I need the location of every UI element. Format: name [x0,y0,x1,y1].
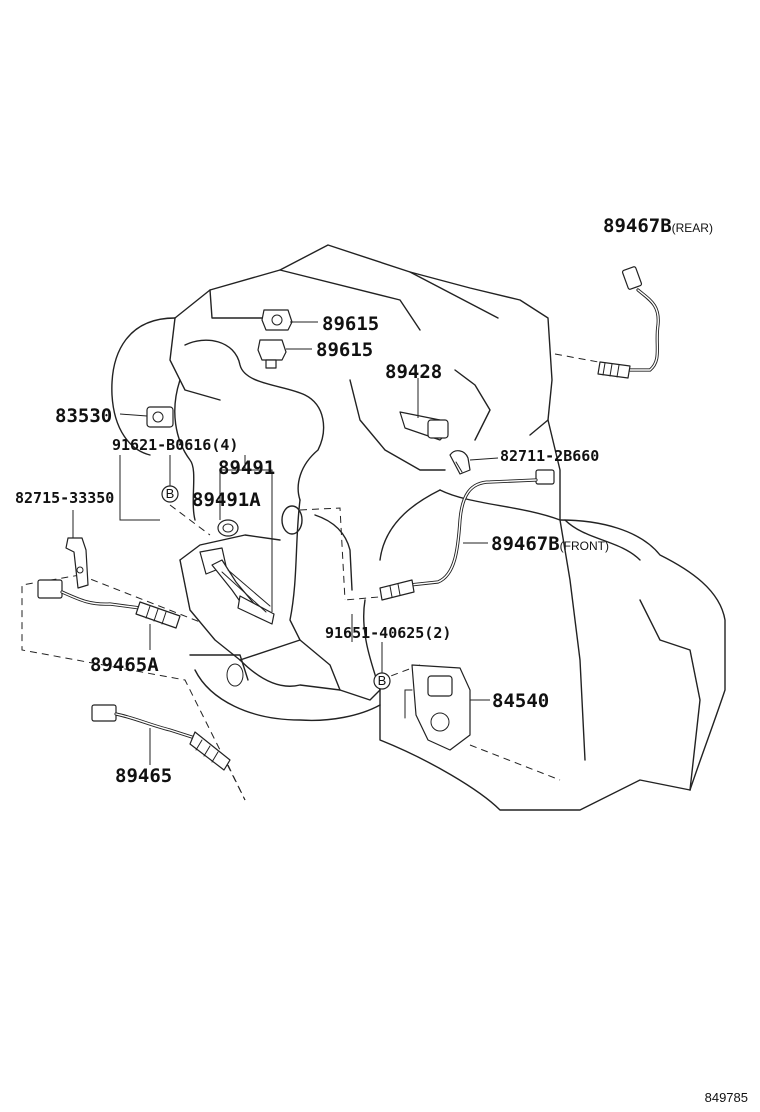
callout-84540: 84540 [492,690,549,712]
knock-sensor-89615-lower [257,339,287,369]
rear-oxygen-sensor-89467b [597,266,660,379]
callout-89467b-front: 89467B(FRONT) [491,533,609,555]
knock-sensor-89615-upper [261,309,293,331]
callout-89465a: 89465A [90,654,159,676]
water-temp-sensor-89428 [399,411,449,441]
reference-number: 849785 [705,1090,748,1105]
callout-89465: 89465 [115,765,172,787]
gasket-89491a [217,519,239,537]
callout-91621: 91621-B0616(4) [112,436,238,454]
callout-89491a: 89491A [192,489,261,511]
callout-89428: 89428 [385,361,442,383]
oxygen-sensor-89465a [37,579,181,629]
callout-82715: 82715-33350 [15,489,114,507]
marker-b-right: B [373,672,391,690]
leader-lines [72,321,499,765]
neutral-start-switch-84540 [404,664,471,751]
callout-91651: 91651-40625(2) [325,624,451,642]
marker-b-left: B [161,485,179,503]
callout-89491: 89491 [218,457,275,479]
callout-82711: 82711-2B660 [500,447,599,465]
callout-labels: 89467B(REAR) 89615 89615 89428 83530 916… [15,215,713,787]
callout-89615-upper: 89615 [322,313,379,335]
front-oxygen-sensor-89467b [379,469,555,601]
callout-89467b-rear: 89467B(REAR) [603,215,713,237]
marker-b-right-text: B [378,673,387,688]
air-fuel-sensor-89491 [199,547,275,625]
marker-b-left-text: B [166,486,175,501]
oxygen-sensor-89465 [91,704,231,771]
bracket-82715 [65,537,89,589]
callout-83530: 83530 [55,405,112,427]
clamp-82711 [449,450,471,475]
callout-89615-lower: 89615 [316,339,373,361]
oil-pressure-switch-83530 [146,406,174,428]
engine-outline [111,244,726,811]
